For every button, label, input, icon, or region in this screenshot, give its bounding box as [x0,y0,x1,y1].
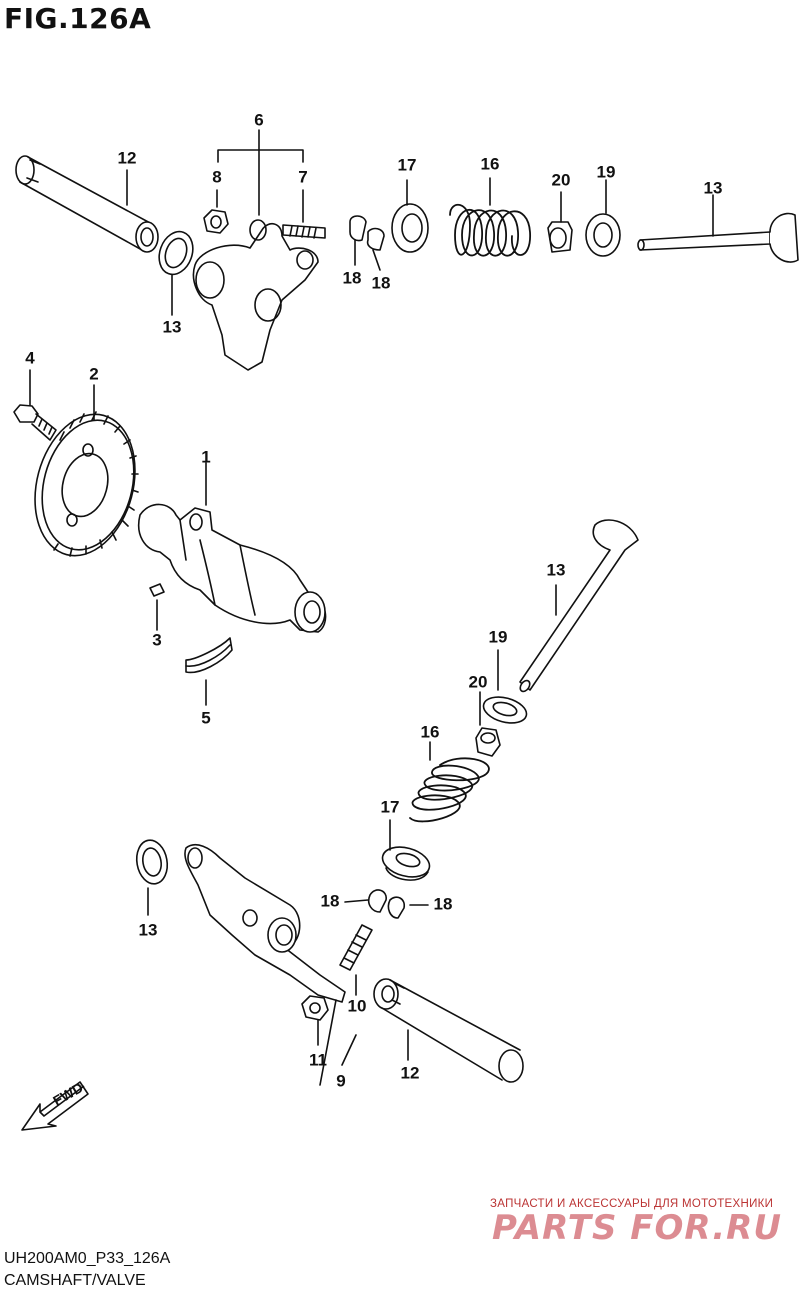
valve-stem-seal-top [547,221,573,253]
valve-bottom [519,519,639,693]
part-label-12-bottom: 12 [400,1063,420,1083]
cam-sprocket [34,411,139,557]
part-label-18-top-a: 18 [342,268,362,288]
valve-spring-top [449,204,531,257]
adjuster-nut-bottom [301,995,329,1021]
part-label-18-bottom-b: 18 [433,894,453,914]
part-label-10: 10 [347,996,367,1016]
watermark-brand: PARTS FOR.RU [492,1208,782,1248]
spring-seat-bottom [381,846,431,881]
part-label-11: 11 [309,1050,327,1070]
camshaft [138,503,327,633]
dowel-pin [149,583,165,597]
valve-spring-bottom [409,757,490,823]
part-label-3: 3 [152,630,162,650]
part-label-13-top: 13 [162,317,182,337]
forward-arrow-icon: FWD [18,1068,98,1140]
part-label-1: 1 [201,447,211,467]
valve-cotter-bottom-1 [367,889,387,913]
part-label-9: 9 [336,1071,346,1091]
part-label-17-top: 17 [397,155,417,175]
washer-bottom [135,839,169,885]
valve-top [637,212,799,263]
washer-top [158,230,194,276]
valve-cotter-top-2 [366,227,385,251]
part-label-16-top: 16 [480,154,500,174]
part-label-13-bottom: 13 [138,920,158,940]
part-label-8: 8 [212,167,222,187]
part-label-20-bottom: 20 [468,672,488,692]
valve-cotter-top-1 [349,215,367,242]
rocker-shaft-bottom [373,978,524,1083]
part-label-5: 5 [201,708,211,728]
adjuster-screw-top [282,224,326,239]
spring-seat-top [391,203,429,253]
part-label-14: 13 [703,178,723,198]
camshaft-bearing-clip [185,637,233,674]
rocker-shaft-top [15,155,159,253]
adjuster-nut-top [203,209,229,234]
valve-retainer-bottom [482,696,528,724]
valve-stem-seal-bottom [475,727,501,757]
adjuster-screw-bottom [339,924,373,971]
part-label-2: 2 [89,364,99,384]
valve-cotter-bottom-2 [387,896,406,919]
part-label-6: 6 [254,110,264,130]
cam-sprocket-bolt [13,404,57,441]
watermark-subtitle: ЗАПЧАСТИ И АКСЕССУАРЫ ДЛЯ МОТОТЕХНИКИ [490,1198,774,1210]
rocker-arm-bottom [184,843,346,1003]
part-label-12-top: 12 [117,148,137,168]
part-label-7: 7 [298,167,308,187]
part-label-16-bottom: 16 [420,722,440,742]
figure-code: UH200AM0_P33_126A [4,1250,171,1267]
part-label-19-bottom: 19 [488,627,508,647]
figure-caption: CAMSHAFT/VALVE [4,1272,146,1289]
rocker-arm-top [192,219,319,371]
part-label-18-bottom-a: 18 [320,891,340,911]
part-label-20-top: 20 [551,170,571,190]
figure-title: FIG.126A [4,2,152,35]
part-label-18-top-b: 18 [371,273,391,293]
part-label-17-bottom: 17 [380,797,400,817]
valve-retainer-top [585,213,621,257]
part-label-19-top: 19 [596,162,616,182]
part-label-4: 4 [25,348,35,368]
part-label-15: 13 [546,560,566,580]
